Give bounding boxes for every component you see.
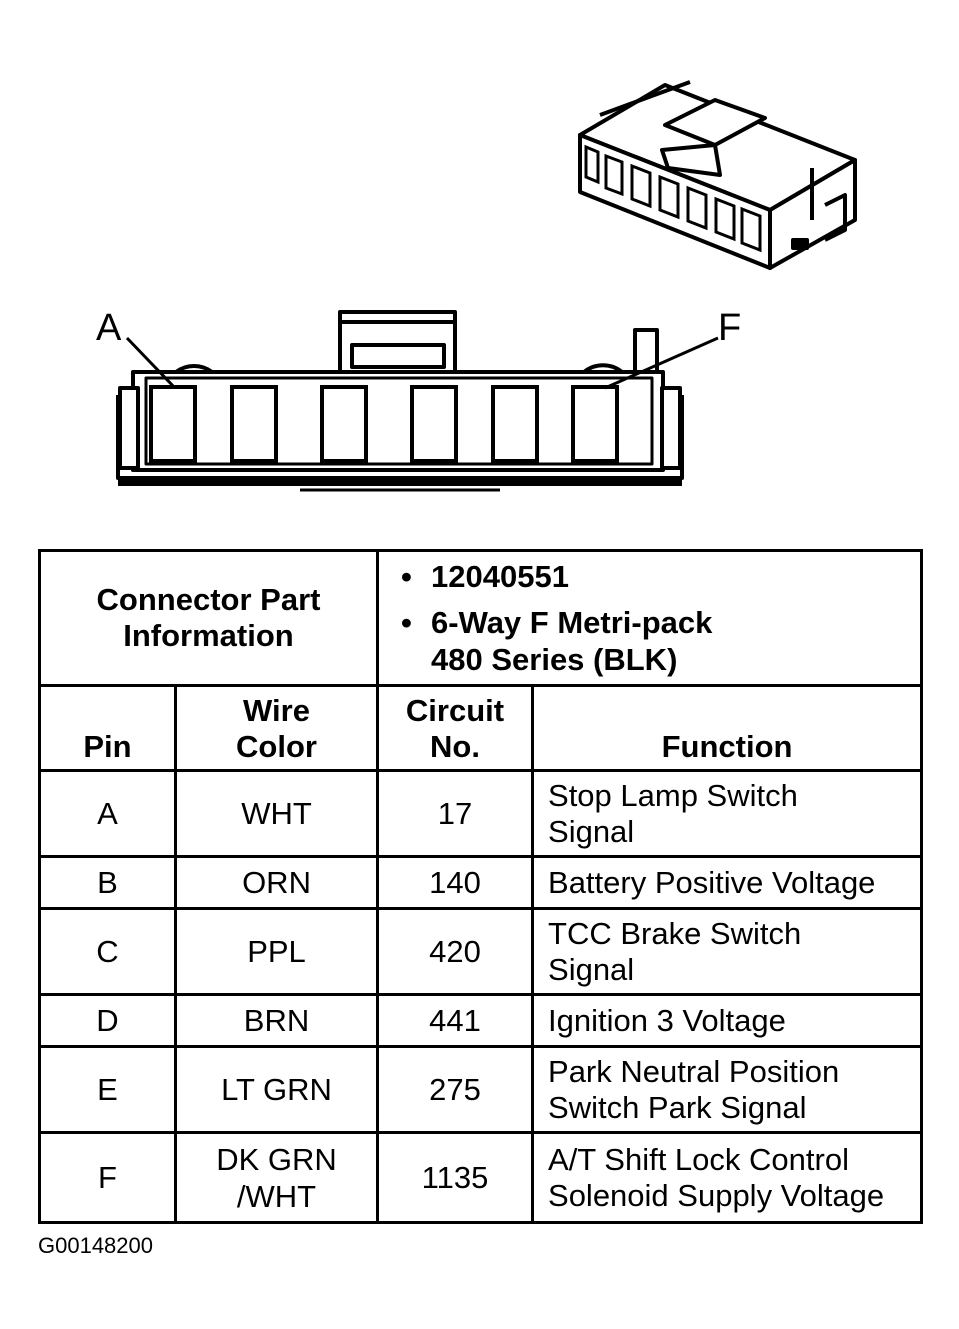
connector-part-info-label: Connector Part Information xyxy=(37,549,380,687)
wire-color-line-2: /WHT xyxy=(236,1178,317,1214)
pin-cell: F xyxy=(38,1131,177,1224)
connector-desc-line-1: 6-Way F Metri-pack xyxy=(401,604,920,641)
wire-color-cell: LT GRN xyxy=(173,1045,380,1134)
function-cell: Stop Lamp Switch Signal xyxy=(531,769,924,858)
col-header-wire-line-2: Color xyxy=(236,729,317,764)
col-header-pin: Pin xyxy=(38,684,177,772)
circuit-cell: 1135 xyxy=(376,1131,535,1224)
callout-pin-f: F xyxy=(718,307,742,349)
pin-cell: C xyxy=(38,907,177,996)
table-row: F DK GRN /WHT 1135 A/T Shift Lock Contro… xyxy=(38,1131,924,1224)
function-cell: A/T Shift Lock Control Solenoid Supply V… xyxy=(531,1131,924,1224)
pin-cell: B xyxy=(38,855,177,910)
table-row: C PPL 420 TCC Brake Switch Signal xyxy=(38,907,924,996)
connector-part-header-row: Connector Part Information 12040551 6-Wa… xyxy=(37,549,924,687)
wire-color-cell: DK GRN /WHT xyxy=(173,1131,380,1224)
header-label-line-1: Connector Part xyxy=(96,582,321,617)
function-line-1: Ignition 3 Voltage xyxy=(548,1002,786,1038)
figure-id: G00148200 xyxy=(38,1233,153,1258)
connector-part-details: 12040551 6-Way F Metri-pack 480 Series (… xyxy=(376,549,924,687)
cavity-d xyxy=(410,385,458,463)
col-header-circuit-line-1: Circuit xyxy=(405,693,505,728)
callout-pin-a: A xyxy=(96,307,122,349)
table-row: E LT GRN 275 Park Neutral Position Switc… xyxy=(38,1045,924,1134)
col-header-wire-line-1: Wire xyxy=(243,693,310,728)
cavity-a xyxy=(149,385,197,463)
cavity-f xyxy=(571,385,619,463)
function-line-2: Signal xyxy=(548,813,635,849)
circuit-cell: 17 xyxy=(376,769,535,858)
connector-info-table: Connector Part Information 12040551 6-Wa… xyxy=(37,549,924,1224)
wire-color-line-1: DK GRN xyxy=(216,1141,337,1177)
cavity-c xyxy=(320,385,368,463)
cavity-e xyxy=(491,385,539,463)
function-cell: TCC Brake Switch Signal xyxy=(531,907,924,996)
col-header-wire-color: Wire Color xyxy=(173,684,380,772)
function-line-1: TCC Brake Switch xyxy=(548,915,802,951)
part-number: 12040551 xyxy=(401,558,920,595)
cavity-b xyxy=(230,385,278,463)
function-cell: Ignition 3 Voltage xyxy=(531,993,924,1048)
circuit-cell: 140 xyxy=(376,855,535,910)
wire-color-cell: PPL xyxy=(173,907,380,996)
function-line-1: Park Neutral Position xyxy=(548,1053,840,1089)
pin-cell: A xyxy=(38,769,177,858)
col-header-circuit-line-2: No. xyxy=(430,729,480,764)
pin-cell: E xyxy=(38,1045,177,1134)
wire-color-cell: ORN xyxy=(173,855,380,910)
connector-drawings xyxy=(116,80,857,492)
header-label-line-2: Information xyxy=(123,618,294,653)
wire-color-cell: BRN xyxy=(173,993,380,1048)
table-row: D BRN 441 Ignition 3 Voltage xyxy=(38,993,924,1048)
table-row: B ORN 140 Battery Positive Voltage xyxy=(38,855,924,910)
function-line-1: A/T Shift Lock Control xyxy=(548,1141,849,1177)
function-line-2: Solenoid Supply Voltage xyxy=(548,1177,885,1213)
function-line-2: Signal xyxy=(548,951,635,987)
function-line-1: Battery Positive Voltage xyxy=(548,864,876,900)
table-row: A WHT 17 Stop Lamp Switch Signal xyxy=(38,769,924,858)
front-view-cavities xyxy=(149,385,619,463)
connector-desc-line-2: 480 Series (BLK) xyxy=(431,642,678,677)
function-line-2: Switch Park Signal xyxy=(548,1089,807,1125)
callout-leaders xyxy=(125,336,719,390)
col-header-function: Function xyxy=(531,684,924,772)
function-cell: Park Neutral Position Switch Park Signal xyxy=(531,1045,924,1134)
circuit-cell: 420 xyxy=(376,907,535,996)
function-cell: Battery Positive Voltage xyxy=(531,855,924,910)
pin-cell: D xyxy=(38,993,177,1048)
column-header-row: Pin Wire Color Circuit No. Function xyxy=(38,684,924,772)
circuit-cell: 441 xyxy=(376,993,535,1048)
circuit-cell: 275 xyxy=(376,1045,535,1134)
isometric-cavities xyxy=(584,144,762,253)
wire-color-cell: WHT xyxy=(173,769,380,858)
function-line-1: Stop Lamp Switch xyxy=(548,777,798,813)
col-header-circuit: Circuit No. xyxy=(376,684,535,772)
